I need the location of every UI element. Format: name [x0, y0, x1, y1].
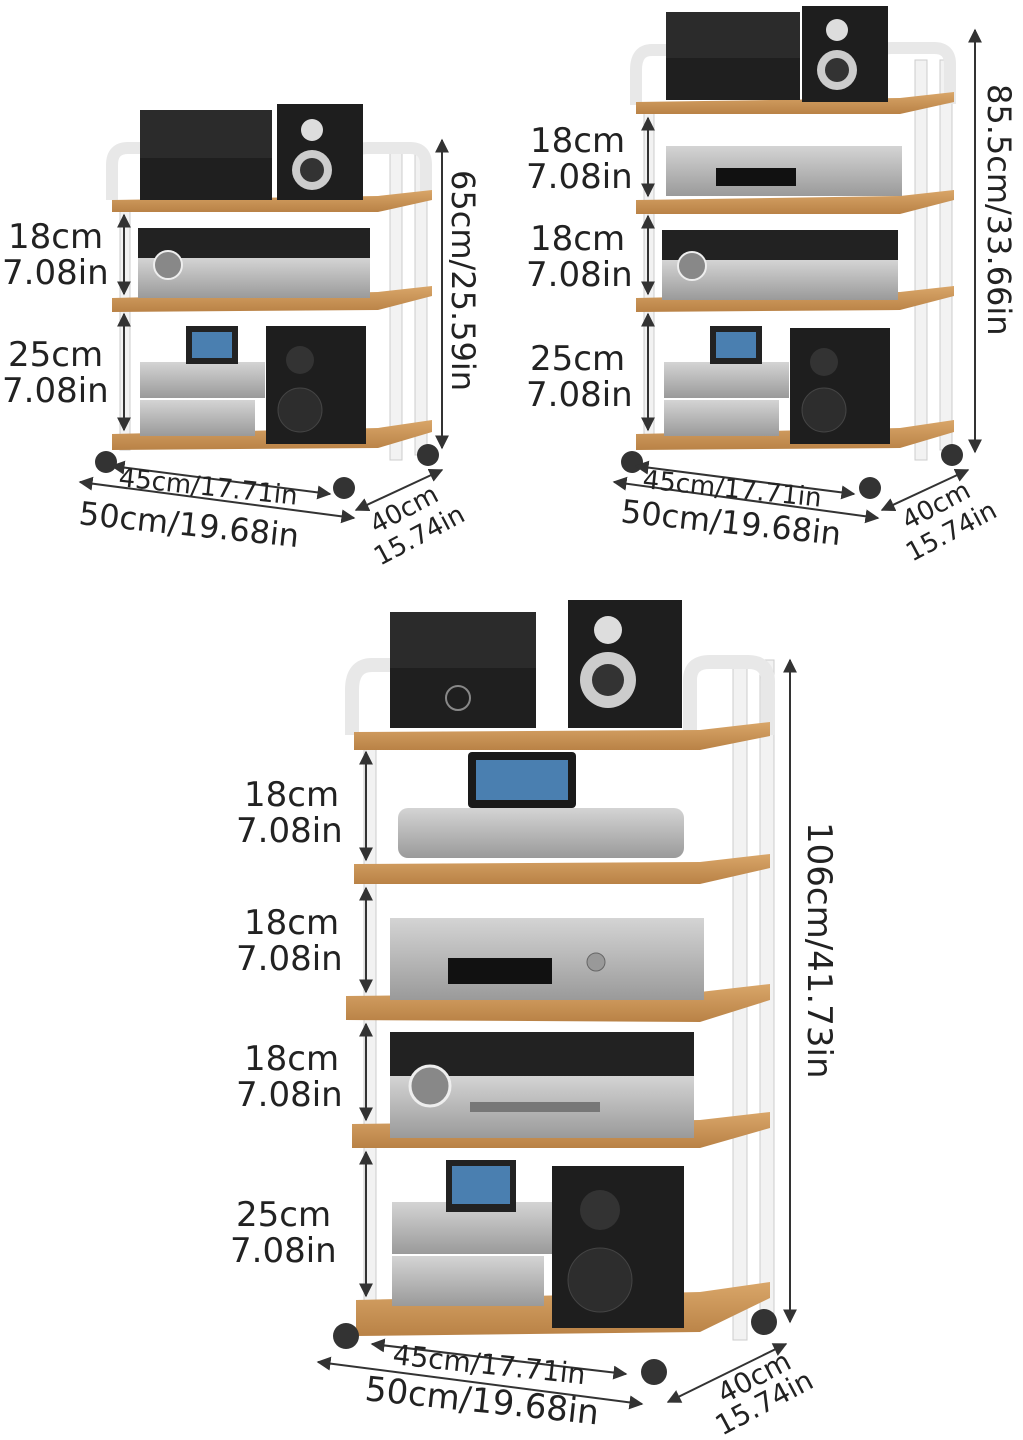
shelf-gap-cm: 18cm — [530, 121, 625, 161]
handle — [106, 142, 150, 200]
shelf-gap-cm: 18cm — [244, 775, 339, 815]
shelf-gap-in: 7.08in — [526, 255, 633, 295]
dimension-arrow — [612, 476, 880, 524]
shelf-gap-cm: 18cm — [530, 219, 625, 259]
dimension-arrow — [880, 468, 970, 512]
handle — [345, 658, 392, 735]
audio-device — [140, 158, 272, 200]
audio-device — [140, 400, 255, 436]
rack-large: 18cm 7.08in 18cm 7.08in 18cm 7.08in 25cm… — [230, 600, 839, 1440]
shelf-gap-in: 7.08in — [2, 371, 109, 411]
speaker — [266, 326, 366, 444]
caster-wheel — [941, 444, 963, 466]
wood-shelf — [354, 854, 770, 884]
audio-device — [666, 58, 800, 100]
shelf-gap-cm: 25cm — [8, 335, 103, 375]
shelf-gap-cm: 25cm — [530, 339, 625, 379]
shelf-gap-in: 7.08in — [526, 375, 633, 415]
audio-device — [666, 12, 800, 58]
audio-device — [392, 1256, 544, 1306]
audio-device — [390, 612, 536, 668]
shelf-gap-in: 7.08in — [236, 811, 343, 851]
shelf-gap-in: 7.08in — [236, 939, 343, 979]
audio-device — [664, 400, 779, 436]
shelf-gap-cm: 25cm — [236, 1195, 331, 1235]
audio-device — [140, 362, 265, 398]
total-height: 106cm/41.73in — [799, 822, 839, 1079]
dimension-arrow — [666, 1343, 788, 1403]
caster-wheel — [95, 451, 117, 473]
wood-shelf — [112, 190, 432, 212]
caster-wheel — [333, 477, 355, 499]
shelf-gap-in: 7.08in — [230, 1231, 337, 1271]
wood-shelf — [112, 286, 432, 312]
caster-wheel — [333, 1323, 359, 1349]
audio-device — [140, 110, 272, 158]
shelf-gap-in: 7.08in — [236, 1075, 343, 1115]
caster-wheel — [751, 1309, 777, 1335]
wood-shelf — [636, 92, 954, 114]
shelf-gap-in: 7.08in — [526, 157, 633, 197]
total-height: 65cm/25.59in — [444, 170, 482, 391]
frame-post — [914, 59, 928, 461]
caster-wheel — [859, 477, 881, 499]
caster-wheel — [417, 444, 439, 466]
dimension-arrow — [354, 468, 444, 512]
rack-small: 18cm 7.08in 25cm 7.08in 65cm/25.59in 45c… — [2, 104, 482, 572]
wood-shelf — [354, 722, 770, 750]
wood-shelf — [636, 190, 954, 214]
total-height: 85.5cm/33.66in — [980, 84, 1018, 336]
shelf-gap-cm: 18cm — [244, 903, 339, 943]
caster-wheel — [641, 1359, 667, 1385]
frame-post — [939, 59, 953, 451]
dimension-arrow — [78, 476, 356, 524]
audio-device — [664, 362, 789, 398]
shelf-gap-in: 7.08in — [2, 253, 109, 293]
handle — [683, 655, 775, 740]
shelf-gap-cm: 18cm — [8, 217, 103, 257]
audio-device — [390, 668, 536, 728]
rack-medium: 18cm 7.08in 18cm 7.08in 25cm 7.08in 85.5… — [526, 6, 1018, 568]
caster-wheel — [621, 451, 643, 473]
handle — [630, 44, 670, 105]
shelf-gap-cm: 18cm — [244, 1039, 339, 1079]
speaker — [790, 328, 890, 444]
streamer-base — [398, 808, 684, 858]
dimension-arrow — [316, 1356, 644, 1410]
